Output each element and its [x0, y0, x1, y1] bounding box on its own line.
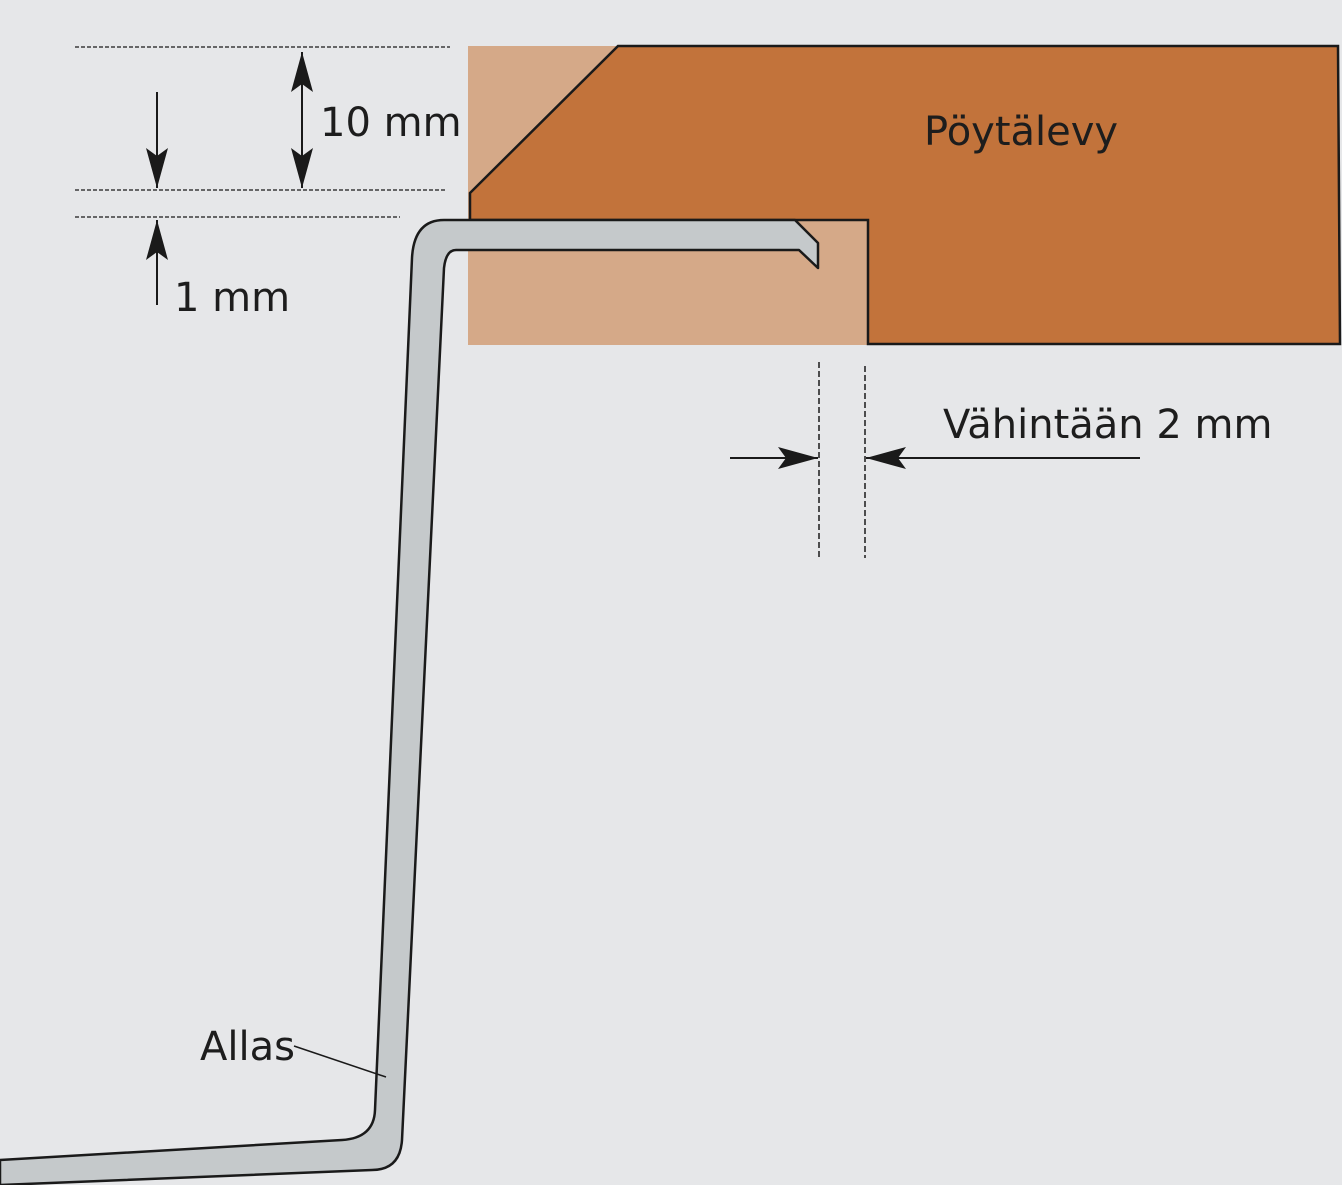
sink-label: Allas — [200, 1024, 295, 1070]
dimension-10mm-label: 10 mm — [320, 100, 462, 146]
dimension-1mm-label: 1 mm — [174, 275, 290, 321]
countertop-label: Pöytälevy — [924, 109, 1118, 155]
sink-leader-line — [293, 1045, 387, 1078]
countertop-board — [468, 44, 1342, 346]
dimension-gap-label: Vähintään 2 mm — [943, 402, 1272, 448]
sink-profile — [0, 218, 820, 1185]
